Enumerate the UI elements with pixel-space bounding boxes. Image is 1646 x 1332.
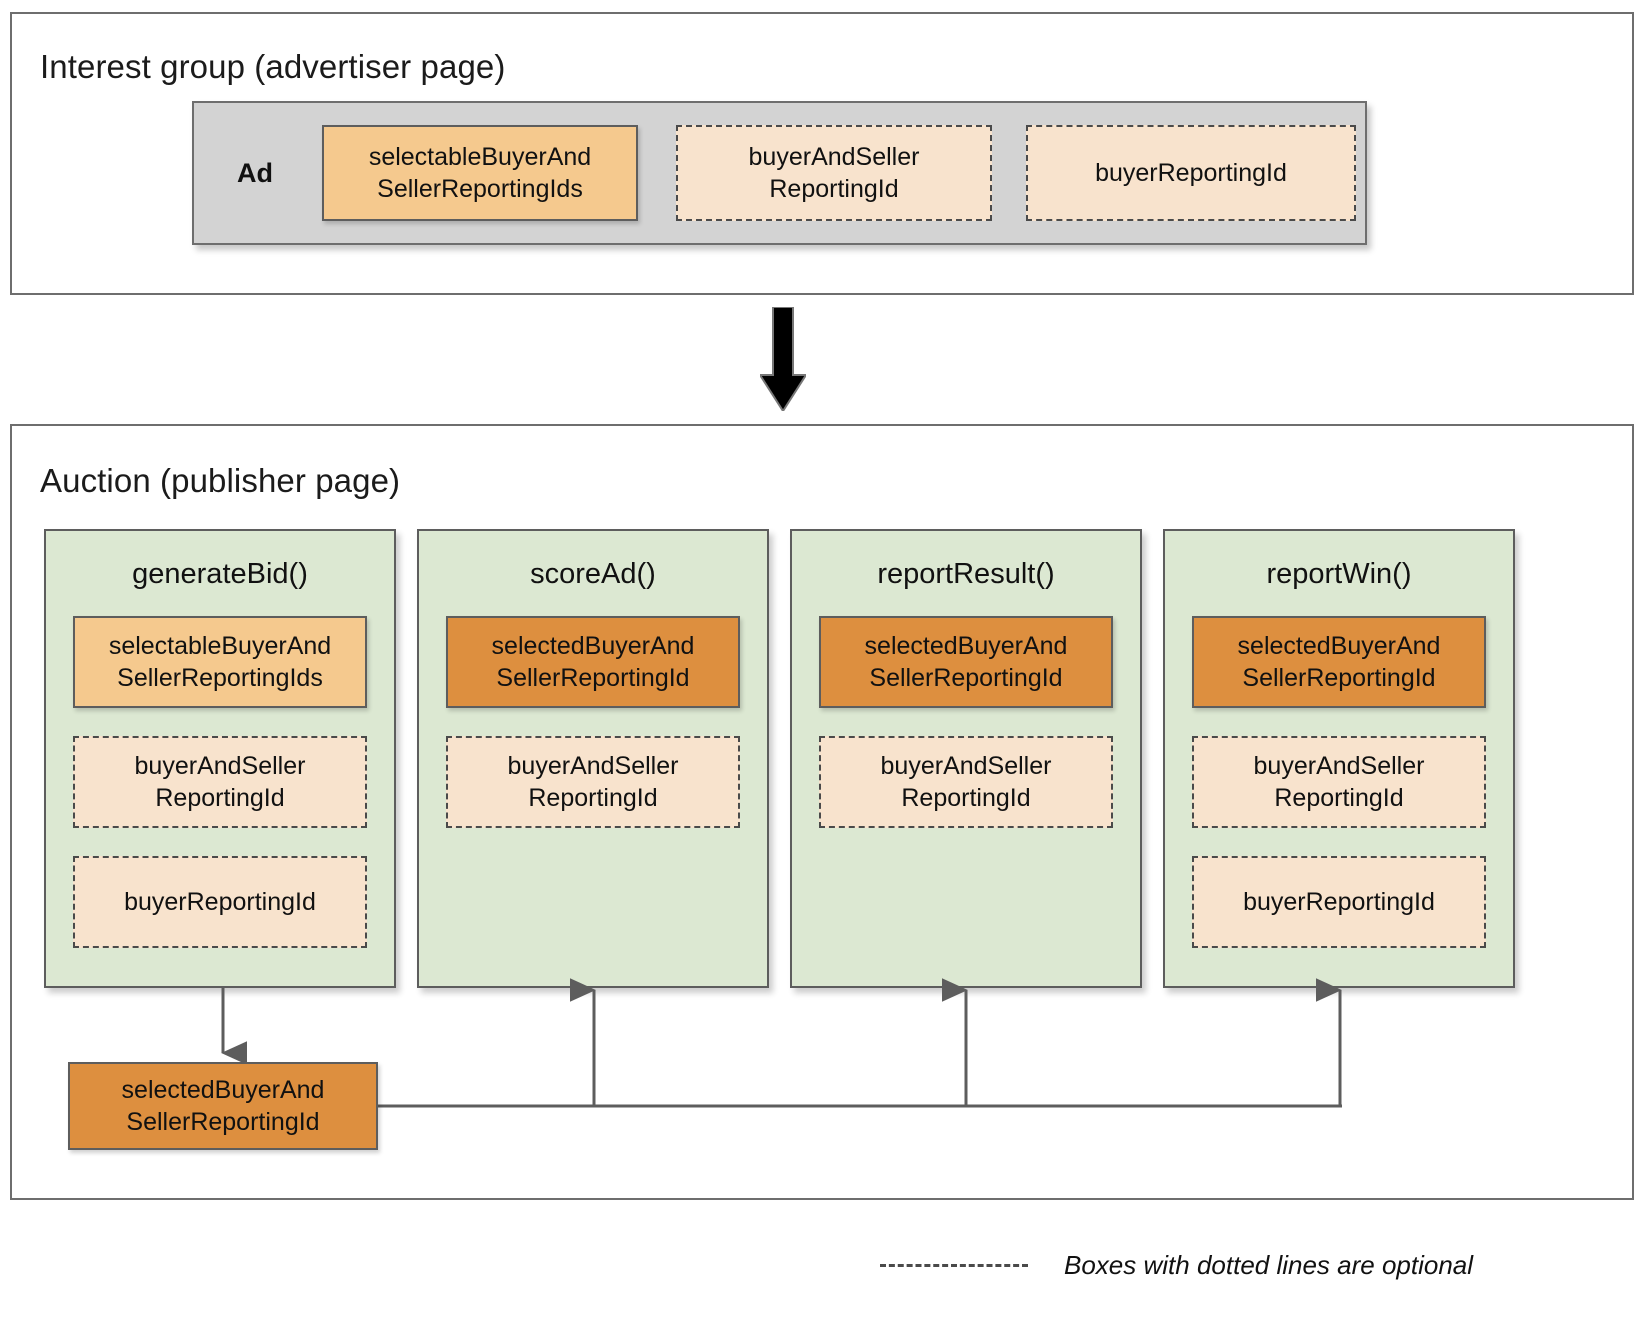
item-buyer-reporting-id: buyerReportingId xyxy=(1192,856,1486,948)
function-title-reportwin: reportWin() xyxy=(1266,558,1412,590)
function-title-generatebid: generateBid() xyxy=(132,558,308,590)
ad-label: Ad xyxy=(237,157,273,188)
item-label: buyerReportingId xyxy=(124,888,316,916)
ad-box-buyer-reporting-id: buyerReportingId xyxy=(1026,125,1356,221)
item-label: buyerReportingId xyxy=(1243,888,1435,916)
interest-group-to-auction-arrow xyxy=(760,307,806,411)
legend-label: Boxes with dotted lines are optional xyxy=(1064,1249,1474,1280)
function-title-reportresult: reportResult() xyxy=(877,558,1055,590)
auction-title: Auction (publisher page) xyxy=(40,462,401,499)
legend: Boxes with dotted lines are optional xyxy=(880,1243,1560,1287)
connector-lines xyxy=(221,978,1342,1108)
item-buyer-reporting-id: buyerReportingId xyxy=(73,856,367,948)
dashed-line-icon xyxy=(880,1263,1028,1267)
function-title-scoread: scoreAd() xyxy=(530,558,656,590)
interest-group-title: Interest group (advertiser page) xyxy=(40,48,506,85)
ad-box-label-2: buyerReportingId xyxy=(1095,159,1287,187)
